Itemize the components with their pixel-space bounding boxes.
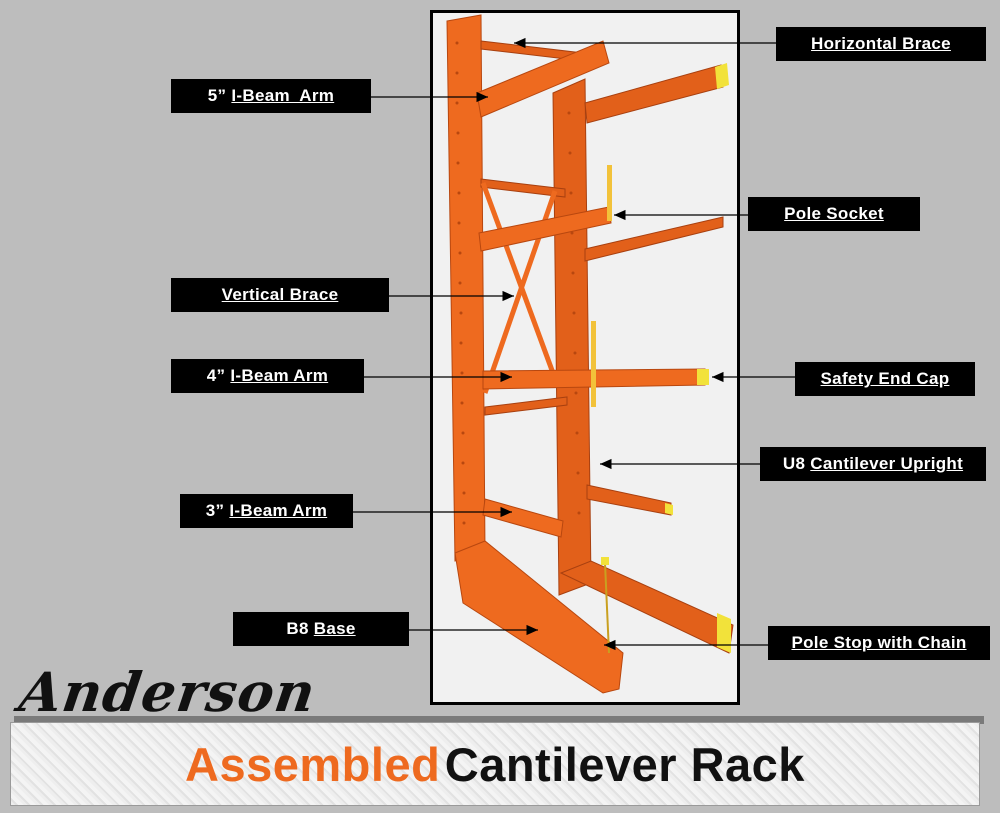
label-text: Safety End Cap bbox=[820, 369, 950, 388]
low-horizontal-brace bbox=[484, 396, 568, 416]
end-cap-top bbox=[715, 63, 729, 89]
front-base bbox=[454, 540, 624, 694]
title-banner: Assembled Cantilever Rack bbox=[10, 722, 980, 806]
front-arm-5 bbox=[476, 40, 610, 118]
label-horizontal-brace: Horizontal Brace bbox=[776, 27, 986, 61]
pole-socket-lower bbox=[591, 321, 596, 407]
rack-illustration bbox=[430, 10, 740, 705]
label-text: Horizontal Brace bbox=[811, 34, 951, 53]
banner-accent-text: Assembled bbox=[185, 738, 441, 791]
label-u8-cantilever-upright: U8 Cantilever Upright bbox=[760, 447, 986, 481]
vertical-brace-a bbox=[480, 182, 556, 374]
banner-shadow bbox=[14, 716, 984, 724]
label-b8-base: B8 Base bbox=[233, 612, 409, 646]
label-text: Base bbox=[313, 619, 356, 638]
label-text: I-Beam Arm bbox=[230, 366, 329, 385]
label-safety-end-cap: Safety End Cap bbox=[795, 362, 975, 396]
label-pole-stop-with-chain: Pole Stop with Chain bbox=[768, 626, 990, 660]
brand-logo: Anderson bbox=[15, 660, 320, 724]
label-4-inch-i-beam-arm: 4” I-Beam Arm bbox=[171, 359, 364, 393]
label-text: Pole Socket bbox=[784, 204, 884, 223]
label-vertical-brace: Vertical Brace bbox=[171, 278, 389, 312]
label-size: 5” bbox=[207, 86, 227, 105]
front-arm-mid bbox=[478, 206, 612, 252]
cantilever-rack-drawing bbox=[446, 14, 734, 694]
label-code: U8 bbox=[782, 454, 806, 473]
back-arm-3 bbox=[586, 484, 672, 516]
label-code: B8 bbox=[286, 619, 309, 638]
pole-socket-upper bbox=[607, 165, 612, 221]
upright-holes bbox=[455, 41, 581, 525]
back-base bbox=[559, 560, 734, 654]
back-arm-mid bbox=[584, 216, 724, 262]
end-cap-4 bbox=[697, 369, 709, 385]
base-end-cap bbox=[717, 613, 731, 653]
end-cap-back-3 bbox=[665, 503, 673, 515]
label-text: I-Beam Arm bbox=[231, 86, 335, 105]
pole-stop-chain bbox=[604, 562, 610, 654]
label-3-inch-i-beam-arm: 3” I-Beam Arm bbox=[180, 494, 353, 528]
pole-stop bbox=[601, 557, 609, 565]
label-text: Cantilever Upright bbox=[810, 454, 964, 473]
label-text: I-Beam Arm bbox=[229, 501, 328, 520]
banner-title-text: Cantilever Rack bbox=[444, 738, 805, 791]
label-size: 3” bbox=[205, 501, 225, 520]
label-text: Pole Stop with Chain bbox=[791, 633, 967, 652]
label-5-inch-i-beam-arm: 5” I-Beam Arm bbox=[171, 79, 371, 113]
label-text: Vertical Brace bbox=[221, 285, 339, 304]
label-size: 4” bbox=[206, 366, 226, 385]
label-pole-socket: Pole Socket bbox=[748, 197, 920, 231]
